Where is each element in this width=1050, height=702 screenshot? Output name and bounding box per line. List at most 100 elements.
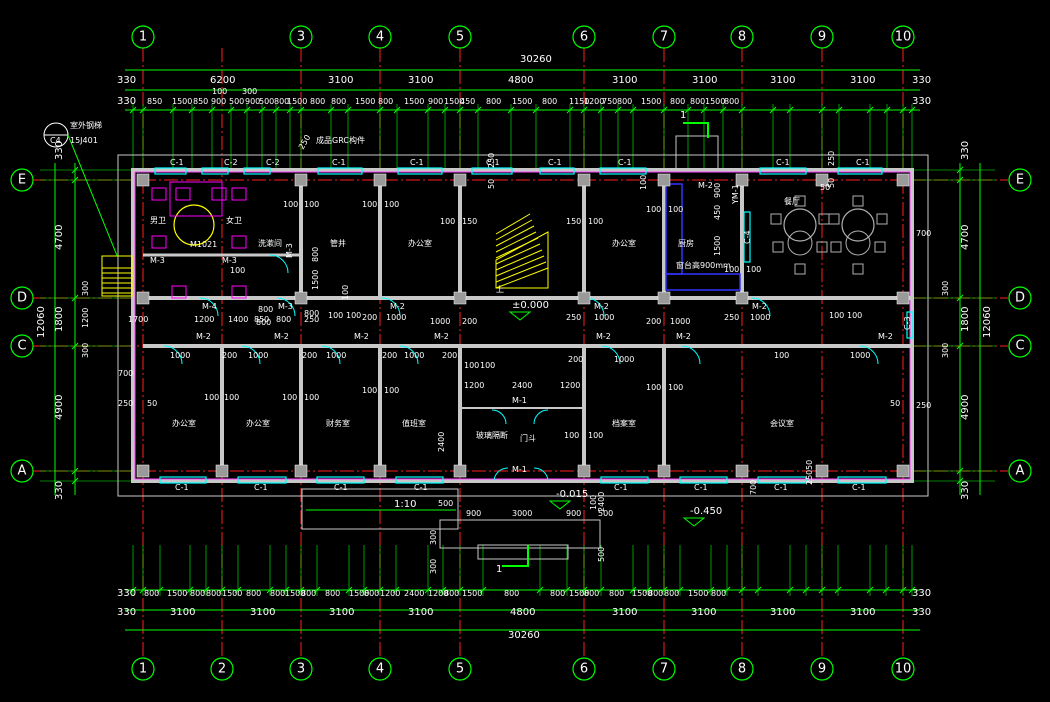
inner-dim-20: 1000 [430,317,450,326]
win-tag-c1-e: C-1 [548,158,562,167]
dim-bottom-detail-12: 1200 [380,589,400,598]
dim-top-mid-6: 3100 [770,75,795,86]
detail-ref: 15J401 [70,136,98,145]
chair-0 [770,213,782,225]
elev-mark-0 [508,311,532,321]
column-25 [815,173,829,187]
door-tag-m2-g: M-2 [434,332,449,341]
dim-bottom-detail-16: 1500 [462,589,482,598]
window-top-9 [837,167,883,175]
door-tag-m1-b: M-1 [512,465,527,474]
dim-bottom-detail-8: 800 [301,589,316,598]
window-bottom-0 [159,476,207,484]
inner-dim-3: 100 [384,200,399,209]
inner-dim-v-7: 250 [487,153,496,168]
sanitary-5 [231,235,247,249]
dim-edge-tr2: 330 [912,96,931,107]
dim-bottom-detail-17: 800 [504,589,519,598]
inner-dim-1: 100 [304,200,319,209]
stair-tread-8 [495,219,533,241]
axis-top-2: 4 [368,25,392,49]
inner-dim-31: 200 [302,351,317,360]
inner-dim-37: 1000 [614,355,634,364]
dim-top-detail-23: 800 [617,97,632,106]
axis-bottom-0-circle [131,657,155,681]
axis-top-6: 8 [730,25,754,49]
window-bottom-7 [837,476,887,484]
room-pipe: 管井 [330,238,346,248]
dim-side-l-total: 12060 [36,306,47,338]
column-21 [657,464,671,478]
glass-door: 玻璃隔断 [476,430,508,440]
inner-dim-61: 500 [598,509,613,518]
axis-top-3-circle [448,25,472,49]
inner-dim-57: 500 [438,499,453,508]
chair-5 [852,263,864,275]
dim-top-detail-12: 800 [378,97,393,106]
dim-edge-bl2: 330 [117,607,136,618]
door-m1021: M1021 [190,240,217,249]
dim-top-detail-6: 500 [259,97,274,106]
door-arc-6 [859,345,879,365]
window-bottom-5 [679,476,728,484]
dim-bottom-detail-4: 1500 [222,589,242,598]
inner-dim-30: 1000 [248,351,268,360]
inner-dim-19: 1000 [386,313,406,322]
stair-tread-0 [495,267,549,289]
axis-bottom-7: 8 [730,657,754,681]
axis-bottom-4-label: 5 [456,662,464,677]
axis-bottom-5-label: 6 [580,662,588,677]
inner-dim-10: 100 [724,265,739,274]
win-tag-c1-p: C-1 [852,483,866,492]
dim-left-extra-3: 700 [118,369,133,378]
dim-bottom-detail-0: 800 [144,589,159,598]
inner-dim-13: 1200 [194,315,214,324]
inner-dim-v-16: 500 [597,547,606,562]
inner-dim-44: 100 [362,386,377,395]
axis-bottom-2-circle [289,657,313,681]
columns [136,173,910,478]
inner-dim-64: 100 [346,311,361,320]
sanitary-2 [211,187,227,201]
sanitary-0 [151,187,167,201]
inner-dim-62: 100 [230,266,245,275]
axis-bottom-2-label: 3 [297,662,305,677]
axis-right-2-label: C [1015,339,1024,354]
column-1 [294,173,308,187]
dim-side-r-total: 12060 [982,306,993,338]
axis-right-3: A [1008,459,1032,483]
dim-edge-tl: 330 [117,75,136,86]
column-8 [136,291,150,305]
dim-side-r-3: 4900 [960,395,971,420]
door-arc-3 [399,345,419,365]
room-office-3: 办公室 [172,418,196,428]
dim-bottom-mid-8: 3100 [850,607,875,618]
window-top-7 [599,167,647,175]
door-tag-m3-d: M-3 [285,243,294,258]
win-tag-c1-b: C-1 [332,158,346,167]
ramp [301,488,459,530]
sanitary-6 [171,285,187,299]
inner-dim-50: 1200 [464,381,484,390]
win-tag-c1-l: C-1 [414,483,428,492]
win-tag-c2-b: C-2 [266,158,280,167]
window-top-1 [201,167,229,175]
win-tag-c4: C-4 [743,230,752,244]
entry-box-top [675,135,719,171]
dim-top-detail-26: 800 [690,97,705,106]
entry-door-arcs [493,467,549,481]
axis-bottom-6-label: 7 [660,662,668,677]
inner-dim-25: 1000 [670,317,690,326]
section-line-bottom [502,545,529,567]
room-office-4: 办公室 [246,418,270,428]
dim-top-mid-4: 3100 [612,75,637,86]
column-13 [735,291,749,305]
inner-dim-v-11: 2400 [597,492,606,512]
dim-top-detail-11: 1500 [355,97,375,106]
door-hall: 门斗 [520,433,536,443]
inner-dim-v-14: 300 [429,530,438,545]
dim-bottom-detail-6: 800 [270,589,285,598]
section-mark-bottom: 1 [496,564,502,575]
dim-side-r-0: 330 [960,141,971,160]
dim-bottom-mid-2: 3100 [329,607,354,618]
